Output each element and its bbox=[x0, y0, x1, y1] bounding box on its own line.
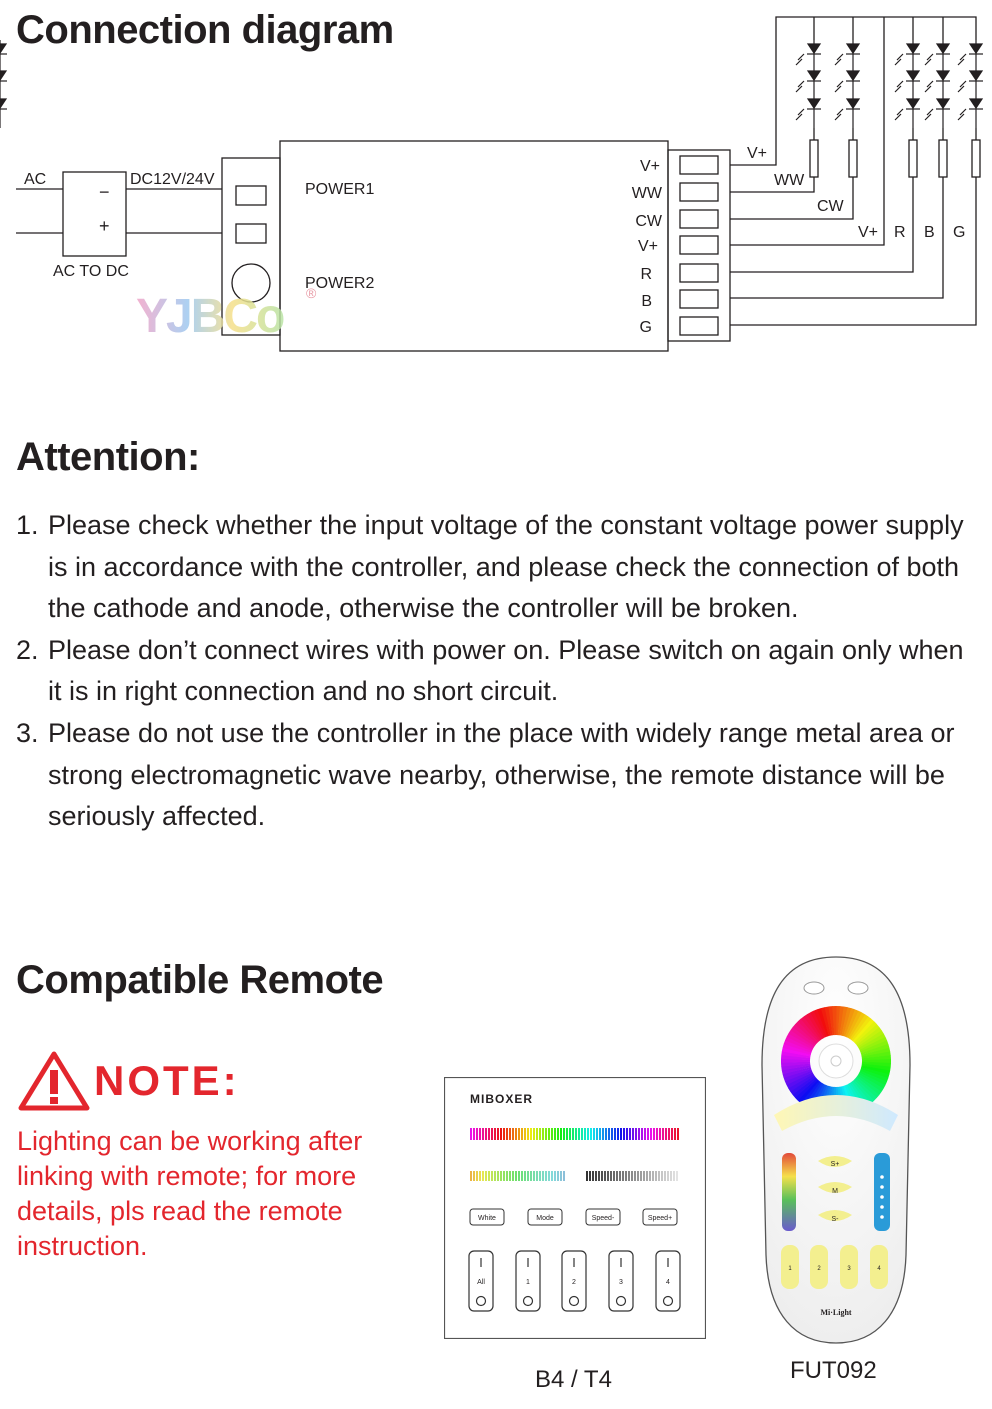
attention-item: 2. Please don’t connect wires with power … bbox=[16, 630, 966, 713]
compatible-remote-heading: Compatible Remote bbox=[16, 958, 384, 1002]
item-number: 3. bbox=[16, 717, 39, 748]
item-text: Please don’t connect wires with power on… bbox=[48, 634, 964, 707]
panel-zone-button-3[interactable]: 3 bbox=[608, 1250, 634, 1312]
panel-button-label: Speed+ bbox=[648, 1215, 672, 1222]
brightness-slider[interactable] bbox=[874, 1153, 890, 1231]
panel-speed-down-button[interactable] bbox=[585, 1208, 621, 1226]
panel-caption: B4 / T4 bbox=[535, 1366, 612, 1393]
attention-heading: Attention: bbox=[16, 435, 200, 479]
wire-label-g: G bbox=[953, 224, 965, 241]
terminal-label: V+ bbox=[640, 158, 660, 175]
connection-diagram-heading: Connection diagram bbox=[16, 8, 394, 52]
zone-label: All bbox=[477, 1279, 485, 1286]
remote-off-button[interactable] bbox=[847, 981, 869, 995]
controller-body bbox=[279, 140, 669, 352]
ac-to-dc-label: AC TO DC bbox=[53, 263, 129, 280]
brightness-bar bbox=[586, 1171, 678, 1181]
plus-label: + bbox=[99, 216, 110, 236]
wire-label-vplus-top: V+ bbox=[747, 145, 767, 162]
speed-up-button[interactable] bbox=[818, 1156, 852, 1167]
terminal-label: CW bbox=[635, 213, 663, 230]
power-jack bbox=[231, 263, 271, 303]
attention-item: 3. Please do not use the controller in th… bbox=[16, 713, 966, 838]
attention-list: 1. Please check whether the input voltage… bbox=[16, 505, 966, 838]
note-label: NOTE: bbox=[94, 1057, 240, 1104]
terminal-label: B bbox=[641, 293, 652, 310]
item-number: 2. bbox=[16, 634, 39, 665]
item-text: Please check whether the input voltage o… bbox=[48, 510, 964, 624]
panel-zone-button-1[interactable]: 1 bbox=[515, 1250, 541, 1312]
item-text: Please do not use the controller in the … bbox=[48, 717, 955, 832]
white-temperature-slider[interactable] bbox=[774, 1095, 898, 1131]
panel-zone-button-2[interactable]: 2 bbox=[561, 1250, 587, 1312]
output-terminal-block bbox=[667, 149, 731, 342]
panel-zone-button-all[interactable]: All bbox=[468, 1250, 494, 1312]
panel-brand: MIBOXER bbox=[470, 1092, 533, 1106]
registered-mark: ® bbox=[306, 285, 317, 301]
zone-label: 2 bbox=[572, 1279, 576, 1286]
remote-zone-button-1[interactable]: 1 bbox=[781, 1245, 799, 1289]
color-bar bbox=[470, 1128, 679, 1140]
remote-on-button[interactable] bbox=[803, 981, 825, 995]
wire-label-b: B bbox=[924, 224, 935, 241]
remote-zone-button-3[interactable]: 3 bbox=[840, 1245, 858, 1289]
terminal-label: G bbox=[640, 319, 652, 336]
terminal-label: V+ bbox=[638, 238, 658, 255]
zone-label: 1 bbox=[788, 1266, 792, 1272]
terminal-label: WW bbox=[632, 185, 663, 202]
panel-speed-up-button[interactable] bbox=[642, 1208, 678, 1226]
panel-zone-button-4[interactable]: 4 bbox=[655, 1250, 681, 1312]
power1-label: POWER1 bbox=[305, 181, 374, 198]
speed-down-label: S- bbox=[832, 1216, 840, 1223]
zone-label: 4 bbox=[666, 1279, 670, 1286]
terminal-label: R bbox=[640, 266, 652, 283]
fut092-remote: S+ M S- 1 2 3 4 Mi·Light bbox=[761, 956, 911, 1344]
note-title: NOTE: bbox=[18, 1050, 240, 1112]
zone-label: 4 bbox=[877, 1266, 881, 1272]
speed-up-label: S+ bbox=[831, 1161, 840, 1168]
remote-zone-button-2[interactable]: 2 bbox=[810, 1245, 828, 1289]
panel-white-button[interactable] bbox=[469, 1208, 505, 1226]
zone-label: 1 bbox=[526, 1279, 530, 1286]
remote-zone-button-4[interactable]: 4 bbox=[870, 1245, 888, 1289]
remote-caption: FUT092 bbox=[790, 1357, 877, 1384]
saturation-slider[interactable] bbox=[782, 1153, 796, 1231]
item-number: 1. bbox=[16, 510, 39, 540]
panel-button-label: Mode bbox=[536, 1215, 554, 1222]
watermark-logo: YJBCo bbox=[136, 290, 284, 343]
panel-button-label: Speed- bbox=[592, 1215, 615, 1222]
speed-down-button[interactable] bbox=[818, 1210, 852, 1221]
dc-voltage-label: DC12V/24V bbox=[130, 171, 215, 188]
ac-to-dc-adapter bbox=[62, 171, 127, 257]
b4-t4-panel: MIBOXER White Mode Speed- Speed+ All 1 2… bbox=[444, 1077, 706, 1339]
wire-label-vplus-rgb: V+ bbox=[858, 224, 878, 241]
power2-label: POWER2 bbox=[305, 275, 374, 292]
zone-label: 3 bbox=[619, 1279, 623, 1286]
mode-button[interactable] bbox=[818, 1182, 852, 1193]
zone-label: 3 bbox=[847, 1266, 851, 1272]
attention-item: 1. Please check whether the input voltage… bbox=[16, 505, 966, 630]
note-text: Lighting can be working after linking wi… bbox=[17, 1126, 363, 1261]
led-array bbox=[0, 39, 984, 129]
panel-button-label: White bbox=[478, 1215, 496, 1222]
panel-mode-button[interactable] bbox=[527, 1208, 563, 1226]
wire-label-ww: WW bbox=[774, 172, 805, 189]
mode-label: M bbox=[832, 1188, 838, 1195]
ac-label: AC bbox=[24, 171, 46, 188]
connection-diagram: AC DC12V/24V − + AC TO DC POWER1 POWER2 … bbox=[0, 16, 984, 352]
zone-label: 2 bbox=[817, 1266, 821, 1272]
wire-label-r: R bbox=[894, 224, 906, 241]
wheel-center-button[interactable] bbox=[818, 1043, 854, 1079]
remote-brand: Mi·Light bbox=[820, 1308, 851, 1317]
cct-bar bbox=[470, 1171, 565, 1181]
wire-label-cw: CW bbox=[817, 198, 845, 215]
warning-icon bbox=[18, 1051, 90, 1111]
minus-label: − bbox=[99, 182, 110, 202]
